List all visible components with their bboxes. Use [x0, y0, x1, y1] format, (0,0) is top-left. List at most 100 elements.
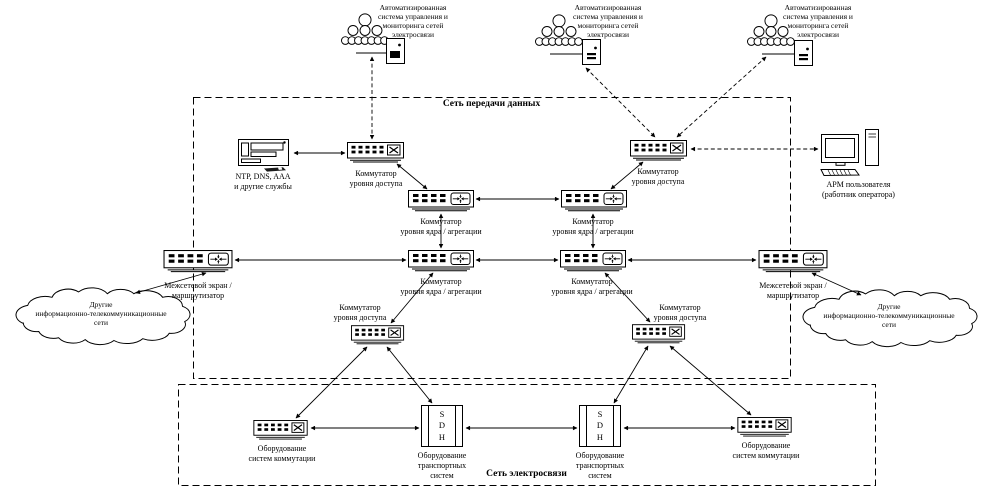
label-line: уровня ядра / агрегации	[400, 226, 482, 236]
label-line: уровня доступа	[333, 312, 387, 322]
label-line: уровня ядра / агрегации	[552, 226, 634, 236]
label-line: уровня доступа	[631, 176, 685, 186]
sdh-letter: H	[438, 431, 446, 442]
label-line: АРМ пользователя	[826, 180, 891, 189]
sdh-transport-box: S D H	[579, 405, 621, 447]
label-line: сети	[93, 318, 109, 327]
switching-equipment-icon	[253, 420, 309, 440]
label-line: Оборудование	[741, 441, 791, 450]
label-line: Оборудование	[257, 444, 307, 453]
label-line: Коммутатор	[637, 167, 679, 176]
firewall-router-icon	[163, 250, 233, 273]
core-switch-label: Коммутатор уровня ядра / агрегации	[537, 277, 647, 297]
label-line: Межсетевой экран /	[164, 281, 232, 290]
access-switch-icon	[630, 140, 688, 161]
label-line: электросвязи	[392, 30, 434, 39]
switching-equipment-label: Оборудование систем коммутации	[228, 444, 336, 464]
management-system-label-3: Автоматизированная система управления и …	[768, 3, 868, 39]
telecom-network-title: Сеть электросвязи	[486, 469, 567, 479]
telecom-network-boundary	[178, 384, 876, 486]
label-line: информационно-телекоммуникационные	[35, 309, 167, 318]
access-switch-icon	[632, 324, 686, 344]
operator-workstation-label: АРМ пользователя (работник оператора)	[806, 180, 911, 200]
core-switch-icon	[561, 190, 627, 212]
other-networks-cloud-right-label: Другие информационно-телекоммуникационны…	[804, 302, 974, 329]
label-line: уровня ядра / агрегации	[551, 286, 633, 296]
label-line: Другие	[89, 300, 113, 309]
sdh-letter: D	[596, 420, 604, 431]
sdh-rail	[586, 406, 587, 446]
sdh-letter: D	[438, 420, 446, 431]
solid-links	[135, 150, 862, 431]
label-line: уровня ядра / агрегации	[400, 286, 482, 296]
access-switch-icon	[351, 325, 405, 345]
label-line: Коммутатор	[420, 277, 462, 286]
label-line: маршрутизатор	[766, 290, 820, 300]
label-line: система управления и	[573, 12, 643, 21]
label-line: Оборудование	[575, 451, 625, 460]
label-line: Коммутатор	[355, 169, 397, 178]
switching-equipment-label: Оборудование систем коммутации	[712, 441, 820, 461]
access-switch-label: Коммутатор уровня доступа	[612, 167, 704, 187]
label-line: транспортных	[575, 460, 625, 470]
label-line: Межсетевой экран /	[759, 281, 827, 290]
server-icon	[386, 38, 405, 64]
label-line: система управления и	[783, 12, 853, 21]
sdh-letter: S	[439, 408, 445, 419]
sdh-rail	[613, 406, 614, 446]
sdh-letter: H	[596, 431, 604, 442]
label-line: Коммутатор	[339, 303, 381, 312]
label-line: и другие службы	[234, 181, 292, 191]
operator-workstation-icon	[820, 129, 882, 177]
access-switch-label: Коммутатор уровня доступа	[330, 169, 422, 189]
label-line: мониторинга сетей	[577, 21, 639, 30]
label-line: систем коммутации	[732, 450, 800, 460]
server-icon	[582, 39, 601, 65]
access-switch-label: Коммутатор уровня доступа	[634, 303, 726, 323]
management-system-links	[356, 52, 795, 55]
label-line: Коммутатор	[659, 303, 701, 312]
label-line: электросвязи	[587, 30, 629, 39]
label-line: систем	[588, 470, 612, 480]
label-line: Автоматизированная	[574, 3, 642, 12]
label-line: уровня доступа	[349, 178, 403, 188]
core-switch-icon	[408, 190, 474, 212]
label-line: систем коммутации	[248, 453, 316, 463]
label-line: мониторинга сетей	[787, 21, 849, 30]
label-line: сети	[881, 320, 897, 329]
data-network-title: Сеть передачи данных	[442, 99, 541, 109]
label-line: Автоматизированная	[784, 3, 852, 12]
sdh-letter: S	[597, 408, 603, 419]
label-line: (работник оператора)	[822, 189, 895, 199]
data-network-boundary	[193, 97, 791, 379]
label-line: маршрутизатор	[171, 290, 225, 300]
transport-equipment-label: Оборудование транспортных систем	[555, 451, 645, 480]
label-line: Другие	[877, 302, 901, 311]
label-line: система управления и	[378, 12, 448, 21]
sdh-letters: S D H	[580, 406, 620, 446]
server-icon	[794, 40, 813, 66]
label-line: Автоматизированная	[379, 3, 447, 12]
core-switch-label: Коммутатор уровня ядра / агрегации	[386, 277, 496, 297]
access-switch-label: Коммутатор уровня доступа	[314, 303, 406, 323]
switching-equipment-icon	[737, 417, 793, 437]
core-switch-icon	[408, 250, 474, 272]
sdh-rail	[428, 406, 429, 446]
sdh-transport-box: S D H	[421, 405, 463, 447]
label-line: Коммутатор	[572, 217, 614, 226]
firewall-router-icon	[758, 250, 828, 273]
label-line: Оборудование	[417, 451, 467, 460]
core-switch-icon	[560, 250, 626, 272]
user-tree-icon	[747, 14, 795, 47]
label-line: систем	[430, 470, 454, 480]
label-line: уровня доступа	[653, 312, 707, 322]
user-tree-icon	[341, 13, 389, 46]
core-switch-label: Коммутатор уровня ядра / агрегации	[386, 217, 496, 237]
label-line: Коммутатор	[420, 217, 462, 226]
firewall-router-label: Межсетевой экран / маршрутизатор	[146, 281, 250, 301]
label-line: электросвязи	[797, 30, 839, 39]
core-switch-label: Коммутатор уровня ядра / агрегации	[538, 217, 648, 237]
transport-equipment-label: Оборудование транспортных систем	[397, 451, 487, 480]
